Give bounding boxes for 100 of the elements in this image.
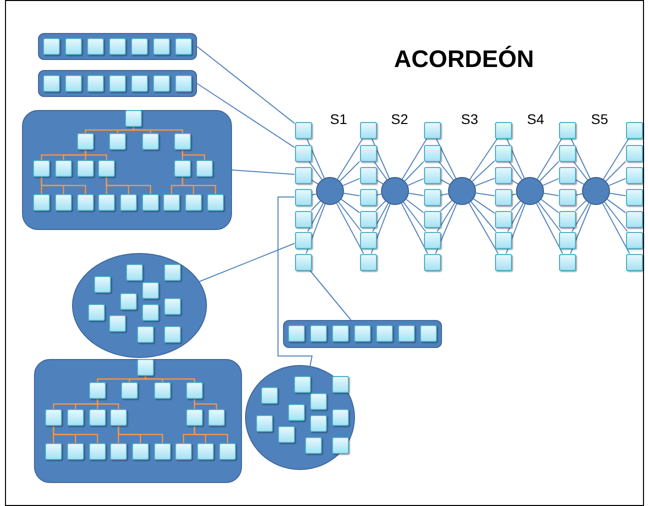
square-strip — [283, 320, 442, 348]
square-node — [121, 382, 138, 399]
square-node — [120, 194, 137, 211]
connector-line — [406, 198, 424, 214]
connector-line — [602, 202, 630, 254]
square-node — [142, 304, 159, 321]
square-node — [153, 74, 170, 92]
connector-line — [404, 161, 424, 182]
square-node — [142, 133, 159, 150]
square-node — [175, 443, 192, 460]
tree-connector-line — [128, 376, 146, 382]
circle-node — [381, 177, 409, 205]
square-node — [87, 74, 104, 92]
square-node — [294, 232, 312, 248]
connector-line — [407, 178, 424, 186]
connector-line — [440, 179, 450, 185]
square-node — [33, 160, 50, 177]
square-node — [131, 74, 148, 92]
square-node — [332, 376, 349, 393]
square-node — [98, 160, 115, 177]
square-node — [164, 326, 181, 343]
tree-connector-line — [194, 426, 228, 443]
connector-line — [311, 194, 317, 196]
square-node — [110, 409, 127, 426]
connector-line — [608, 178, 626, 186]
square-node — [43, 38, 60, 54]
square-node — [137, 326, 154, 343]
square-node — [163, 194, 180, 211]
square-node — [196, 160, 213, 177]
square-node — [424, 122, 440, 138]
connector-line — [402, 202, 426, 232]
square-node — [558, 188, 576, 206]
square-node — [294, 210, 312, 228]
connector-line — [575, 200, 586, 212]
connector-line — [339, 161, 360, 182]
square-node — [558, 254, 576, 270]
tree-connector-line — [118, 426, 164, 443]
connector-line — [336, 138, 364, 180]
connector-line — [310, 270, 352, 320]
stage-label: S2 — [391, 111, 408, 127]
connector-line — [539, 161, 560, 182]
tree-connector-line — [182, 177, 216, 194]
square-node — [494, 254, 512, 270]
connector-line — [307, 202, 324, 232]
connector-line — [605, 161, 626, 182]
connector-line — [510, 200, 521, 211]
connector-line — [570, 138, 590, 179]
stage-label: S5 — [591, 111, 608, 127]
square-node — [109, 74, 126, 92]
connector-line — [436, 202, 456, 232]
square-node — [288, 325, 305, 342]
connector-line — [474, 178, 495, 186]
connector-line — [506, 204, 526, 254]
square-node — [294, 144, 312, 162]
square-node — [109, 38, 126, 54]
square-node — [110, 443, 127, 460]
square-node — [494, 144, 512, 162]
connector-line — [573, 161, 588, 180]
connector-line — [371, 138, 390, 179]
square-node — [89, 382, 106, 399]
square-strip — [38, 33, 197, 60]
tree-connector-line — [40, 177, 86, 194]
square-node — [33, 194, 50, 211]
square-node — [278, 426, 295, 443]
square-node — [424, 144, 440, 162]
square-node — [94, 276, 111, 293]
square-node — [87, 38, 104, 54]
square-node — [131, 38, 148, 54]
square-node — [137, 359, 154, 376]
square-node — [175, 74, 192, 92]
square-node — [88, 304, 105, 321]
square-node — [261, 387, 278, 404]
hierarchy-panel — [22, 110, 232, 230]
square-node — [43, 74, 60, 92]
tree-connector-line — [96, 399, 120, 409]
connector-line — [469, 138, 498, 180]
square-node — [132, 443, 149, 460]
hierarchy-panel — [34, 359, 242, 483]
connector-line — [472, 160, 495, 182]
connector-line — [376, 194, 382, 196]
square-node — [208, 409, 225, 426]
connector-line — [473, 198, 495, 214]
connector-line — [306, 138, 325, 179]
square-node — [354, 325, 371, 342]
square-node — [77, 133, 94, 150]
square-node — [67, 443, 84, 460]
connector-line — [606, 198, 626, 214]
connector-line — [372, 202, 389, 232]
connector-line — [511, 194, 517, 196]
square-node — [360, 254, 376, 270]
connector-line — [572, 202, 590, 232]
connector-line — [338, 202, 362, 232]
tree-connector-line — [116, 127, 134, 133]
square-node — [142, 194, 159, 211]
connector-line — [311, 180, 318, 184]
square-node — [626, 122, 642, 138]
connector-line — [602, 138, 630, 180]
square-node — [626, 254, 642, 270]
square-node — [77, 160, 94, 177]
connector-line — [370, 204, 390, 254]
